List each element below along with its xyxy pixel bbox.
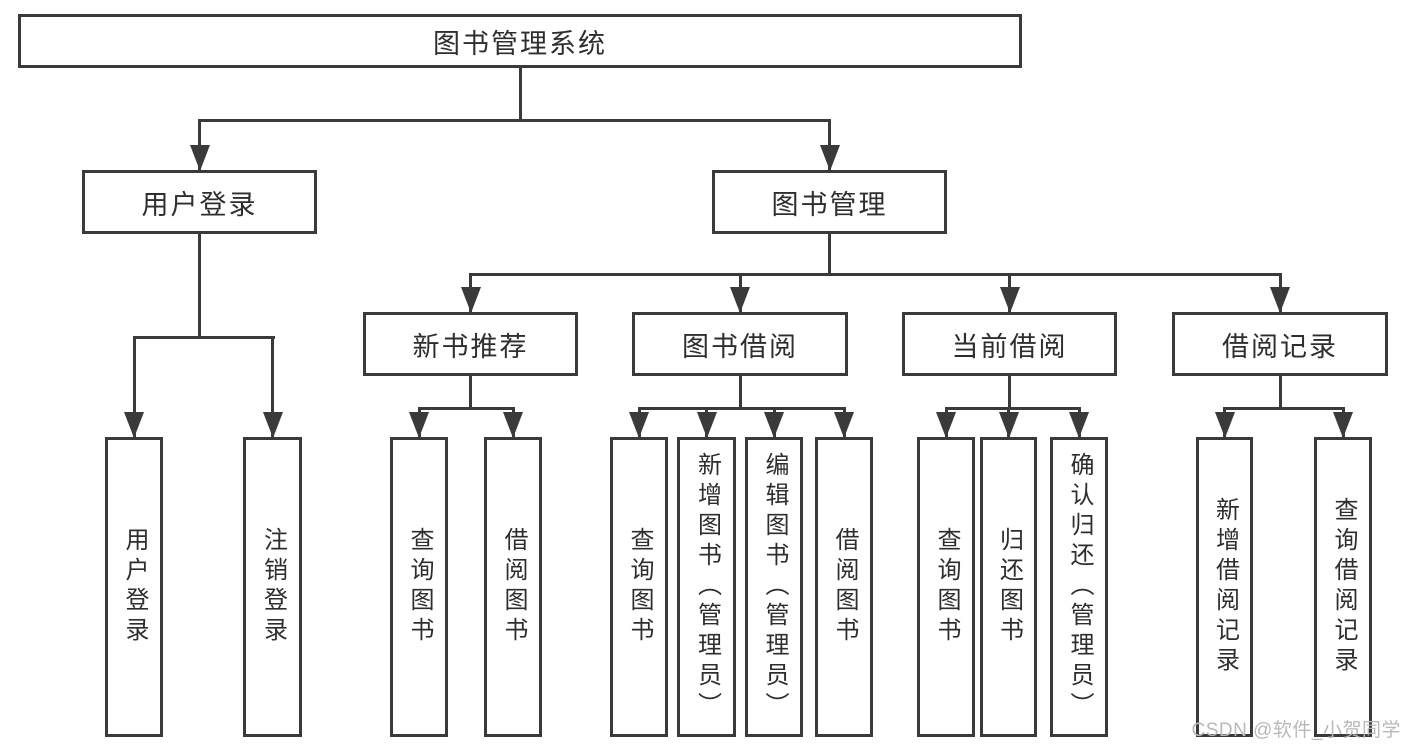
connector-line: [133, 336, 136, 437]
node-label-user-login: 用户登录: [141, 189, 258, 220]
node-book-borrow: 图书借阅: [632, 312, 848, 376]
connector-line: [1008, 375, 1011, 410]
connector-line: [828, 119, 831, 170]
node-bb-query: 查询图书: [610, 437, 668, 737]
node-nb-borrow: 借阅图书: [484, 437, 542, 737]
connector-line: [133, 336, 275, 339]
node-bb-add: 新增图书（管理员）: [677, 437, 736, 737]
node-label-book-borrow: 图书借阅: [682, 331, 798, 362]
node-label-bb-query: 查询图书: [626, 527, 653, 647]
arrowhead-down-icon: [263, 412, 283, 438]
arrowhead-down-icon: [730, 287, 750, 313]
node-label-borrow-records: 借阅记录: [1222, 331, 1338, 362]
arrowhead-down-icon: [461, 287, 481, 313]
node-label-cb-query: 查询图书: [933, 527, 960, 647]
arrowhead-down-icon: [764, 412, 784, 438]
arrowhead-down-icon: [124, 412, 144, 438]
connector-line: [418, 407, 515, 410]
connector-line: [271, 336, 274, 437]
arrowhead-down-icon: [1270, 287, 1290, 313]
connector-line: [739, 375, 742, 410]
node-login-op: 用户登录: [105, 437, 163, 737]
node-label-root: 图书管理系统: [433, 28, 607, 59]
node-label-logout-op: 注销登录: [259, 527, 287, 647]
node-bb-borrow: 借阅图书: [815, 437, 873, 737]
node-new-books: 新书推荐: [363, 312, 578, 376]
arrowhead-down-icon: [1000, 287, 1020, 313]
node-nb-query: 查询图书: [390, 437, 448, 737]
node-user-login: 用户登录: [82, 170, 317, 234]
arrowhead-down-icon: [834, 412, 854, 438]
connector-line: [469, 375, 472, 410]
node-label-bb-edit: 编辑图书（管理员）: [761, 452, 788, 722]
arrowhead-down-icon: [999, 412, 1019, 438]
arrowhead-down-icon: [1215, 412, 1235, 438]
node-label-nb-query: 查询图书: [406, 527, 433, 647]
connector-line: [198, 119, 831, 122]
node-label-new-books: 新书推荐: [412, 331, 529, 362]
arrowhead-down-icon: [409, 412, 429, 438]
connector-line: [1223, 407, 1345, 410]
node-br-query: 查询借阅记录: [1314, 437, 1372, 737]
connector-line: [945, 407, 1081, 410]
node-label-nb-borrow: 借阅图书: [500, 527, 527, 647]
connector-line: [1279, 375, 1282, 410]
arrowhead-down-icon: [936, 412, 956, 438]
arrowhead-down-icon: [629, 412, 649, 438]
node-cb-return: 归还图书: [980, 437, 1037, 737]
node-label-bb-borrow: 借阅图书: [831, 527, 858, 647]
node-label-current-borrow: 当前借阅: [951, 331, 1068, 362]
node-label-br-add: 新增借阅记录: [1211, 497, 1239, 677]
arrowhead-down-icon: [697, 412, 717, 438]
node-root: 图书管理系统: [18, 14, 1022, 68]
node-label-cb-confirm: 确认归还（管理员）: [1066, 452, 1093, 722]
node-logout-op: 注销登录: [243, 437, 302, 737]
node-current-borrow: 当前借阅: [902, 312, 1117, 376]
arrowhead-down-icon: [190, 145, 210, 171]
node-label-bb-add: 新增图书（管理员）: [693, 452, 721, 722]
connector-line: [469, 273, 1282, 276]
connector-line: [519, 67, 522, 122]
node-book-mgmt: 图书管理: [712, 170, 947, 234]
arrowhead-down-icon: [820, 145, 840, 171]
connector-line: [198, 119, 201, 170]
connector-line: [198, 233, 201, 339]
node-br-add: 新增借阅记录: [1196, 437, 1253, 737]
arrowhead-down-icon: [1333, 412, 1353, 438]
connector-line: [638, 407, 846, 410]
node-borrow-records: 借阅记录: [1172, 312, 1388, 376]
node-label-login-op: 用户登录: [121, 527, 148, 647]
node-label-br-query: 查询借阅记录: [1330, 497, 1357, 677]
node-label-cb-return: 归还图书: [995, 527, 1023, 647]
arrowhead-down-icon: [1069, 412, 1089, 438]
node-bb-edit: 编辑图书（管理员）: [745, 437, 803, 737]
connector-line: [828, 233, 831, 276]
node-cb-query: 查询图书: [917, 437, 975, 737]
node-label-book-mgmt: 图书管理: [771, 189, 888, 220]
node-cb-confirm: 确认归还（管理员）: [1050, 437, 1108, 737]
arrowhead-down-icon: [503, 412, 523, 438]
